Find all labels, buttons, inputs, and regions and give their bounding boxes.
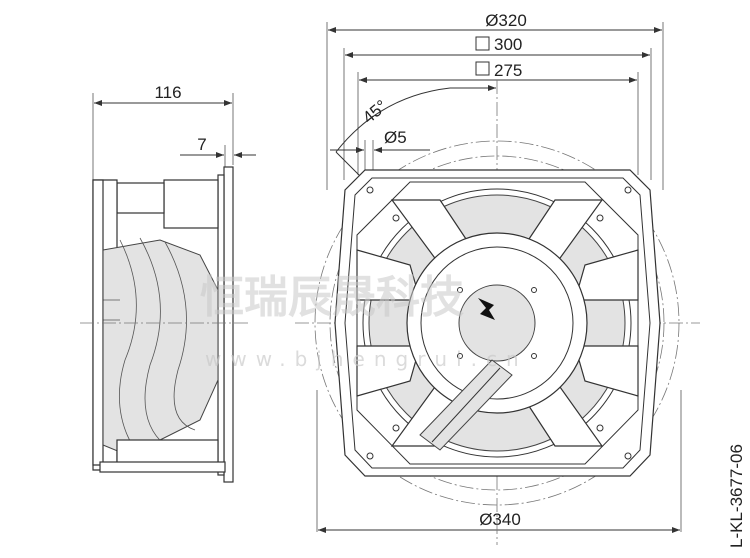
square-300-dimension: 300 <box>494 35 522 54</box>
side-view: 116 7 <box>80 83 256 483</box>
square-275-dimension: 275 <box>494 61 522 80</box>
side-flange-dimension: 7 <box>197 135 206 154</box>
bottom-diameter-dimension: Ø340 <box>479 510 521 529</box>
square-symbol-icon <box>475 36 490 51</box>
hole-diameter-dimension: Ø5 <box>384 128 407 147</box>
watermark-url: www.bjhengrui.cn <box>205 347 528 371</box>
watermark: 恒瑞辰晟科技 www.bjhengrui.cn <box>200 272 528 371</box>
front-view: Ø320 300 275 45° Ø5 Ø340 <box>295 11 700 545</box>
drawing-code: L-KL-3677-06 <box>727 444 746 548</box>
rotation-direction-icon <box>478 298 495 320</box>
angle-dimension: 45° <box>359 96 391 127</box>
square-symbol-icon <box>475 61 490 76</box>
watermark-company: 恒瑞辰晟科技 <box>200 272 464 323</box>
side-depth-dimension: 116 <box>154 83 181 102</box>
outer-diameter-dimension: Ø320 <box>485 11 527 30</box>
